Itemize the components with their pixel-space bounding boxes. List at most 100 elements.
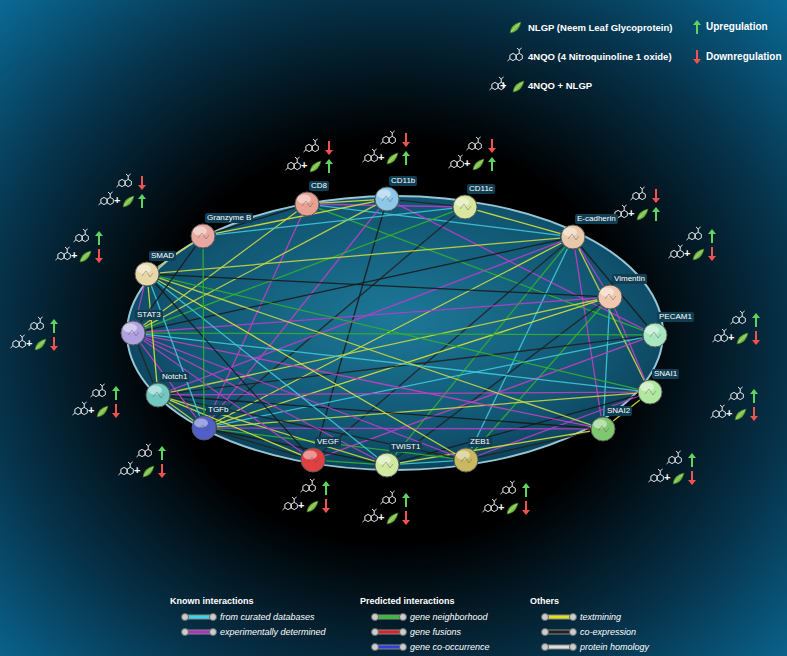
nlgp-leaf-icon xyxy=(507,503,518,514)
node-sphere xyxy=(642,322,668,348)
legend-heading: Others xyxy=(530,595,559,607)
up-arrow xyxy=(750,389,758,403)
legend-text: experimentally determined xyxy=(220,626,326,638)
legend-text: gene co-occurrence xyxy=(410,641,490,653)
interaction-edge xyxy=(138,345,153,383)
nlgp-leaf-icon xyxy=(80,251,91,262)
legend-text: from curated databases xyxy=(220,611,315,623)
interaction-edge xyxy=(216,243,562,422)
regulation-indicator xyxy=(99,174,147,208)
4nqo-icon xyxy=(483,499,498,512)
legend-text: protein homology xyxy=(580,641,649,653)
interaction-edge xyxy=(146,334,637,390)
regulation-indicator xyxy=(711,387,759,421)
regulation-indicator xyxy=(669,227,717,261)
4nqo-icon xyxy=(449,155,464,168)
node-sphere xyxy=(453,447,479,473)
interaction-edge xyxy=(141,343,196,417)
protein-label: CD8 xyxy=(309,181,329,191)
plus-sign: + xyxy=(378,151,384,163)
4nqo-icon xyxy=(363,149,378,162)
legend-line-sample xyxy=(182,614,217,621)
plus-sign: + xyxy=(628,207,634,219)
4nqo-icon xyxy=(73,402,88,415)
node-sphere xyxy=(374,186,400,212)
4nqo-icon xyxy=(731,311,746,324)
up-arrow xyxy=(652,207,660,221)
up-arrow xyxy=(688,453,696,467)
legend-line-sample xyxy=(542,614,577,621)
legend-heading: Known interactions xyxy=(170,595,254,607)
protein-node: SNAI1 xyxy=(637,379,663,405)
up-arrow xyxy=(402,151,410,165)
up-arrow xyxy=(402,493,410,507)
protein-label: SMAD xyxy=(149,251,176,261)
interaction-edge xyxy=(580,248,603,286)
network-ellipse xyxy=(127,196,663,470)
regulation-indicator xyxy=(613,187,661,221)
nlgp-leaf-icon xyxy=(693,249,704,260)
nlgp-leaf-icon xyxy=(637,209,648,220)
legend-text: gene neighborhood xyxy=(410,611,488,623)
protein-node: VEGF xyxy=(300,447,326,473)
node-sphere xyxy=(597,284,623,310)
4nqo-icon xyxy=(729,387,744,400)
interaction-edge xyxy=(144,340,303,452)
protein-node: PECAM1 xyxy=(642,322,668,348)
regulation-indicator xyxy=(11,317,59,351)
up-arrow xyxy=(112,386,120,400)
regulation-indicator xyxy=(119,444,167,478)
nlgp-leaf-icon xyxy=(737,333,748,344)
4nqo-icon xyxy=(91,384,106,397)
down-arrow xyxy=(322,499,330,513)
4nqo-icon xyxy=(117,174,132,187)
node-sphere xyxy=(191,415,217,441)
up-arrow xyxy=(325,159,333,173)
4nqo-icon xyxy=(283,497,298,510)
interaction-edge xyxy=(146,333,642,335)
interaction-edge xyxy=(158,281,455,454)
interaction-edge xyxy=(171,392,637,395)
up-arrow xyxy=(95,231,103,245)
legend-line-sample xyxy=(372,644,407,651)
down-arrow xyxy=(112,404,120,418)
interaction-edge xyxy=(478,210,561,233)
interaction-edge xyxy=(319,209,643,331)
node-sphere xyxy=(637,379,663,405)
protein-label: CD11b xyxy=(389,176,417,186)
down-arrow xyxy=(708,247,716,261)
4nqo-icon xyxy=(667,451,682,464)
nlgp-leaf-icon xyxy=(673,473,684,484)
4nqo-icon xyxy=(301,479,316,492)
interaction-edge xyxy=(156,284,305,451)
node-sphere xyxy=(145,382,171,408)
interaction-edge xyxy=(169,403,194,421)
protein-label: VEGF xyxy=(315,437,341,447)
interaction-edge xyxy=(326,461,374,464)
4nqo-icon xyxy=(711,405,726,418)
4nqo-icon xyxy=(687,227,702,240)
protein-label: SNAI1 xyxy=(652,369,679,379)
interaction-edge xyxy=(581,247,646,325)
4nqo-icon xyxy=(137,444,152,457)
protein-node: CD11b xyxy=(374,186,400,212)
4nqo-icon xyxy=(467,137,482,150)
nlgp-leaf-icon xyxy=(387,513,398,524)
down-arrow xyxy=(402,511,410,525)
up-arrow xyxy=(522,483,530,497)
4nqo-icon xyxy=(363,509,378,522)
legend-text: gene fusions xyxy=(410,626,461,638)
plus-sign: + xyxy=(298,499,304,511)
legend-line-sample xyxy=(372,629,407,636)
legend-line-sample xyxy=(542,644,577,651)
nlgp-leaf-icon xyxy=(513,81,524,92)
regulation-indicator xyxy=(363,491,411,525)
down-arrow xyxy=(688,471,696,485)
node-sphere xyxy=(590,416,616,442)
plus-sign: + xyxy=(464,157,470,169)
interaction-edge xyxy=(400,461,453,464)
down-arrow xyxy=(652,189,660,203)
4nqo-icon xyxy=(631,187,646,200)
legend-text: co-expression xyxy=(580,626,636,638)
